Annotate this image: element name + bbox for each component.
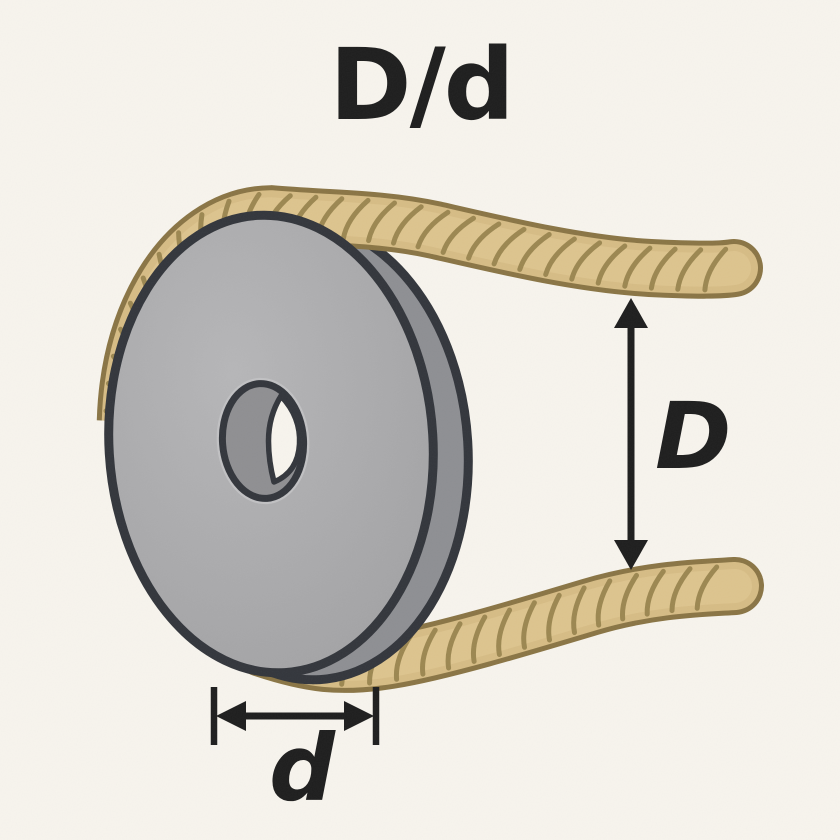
rope-diameter-label: d (269, 715, 336, 822)
sheave-diameter-label: D (655, 383, 731, 490)
diagram-title: D/d (329, 28, 512, 143)
